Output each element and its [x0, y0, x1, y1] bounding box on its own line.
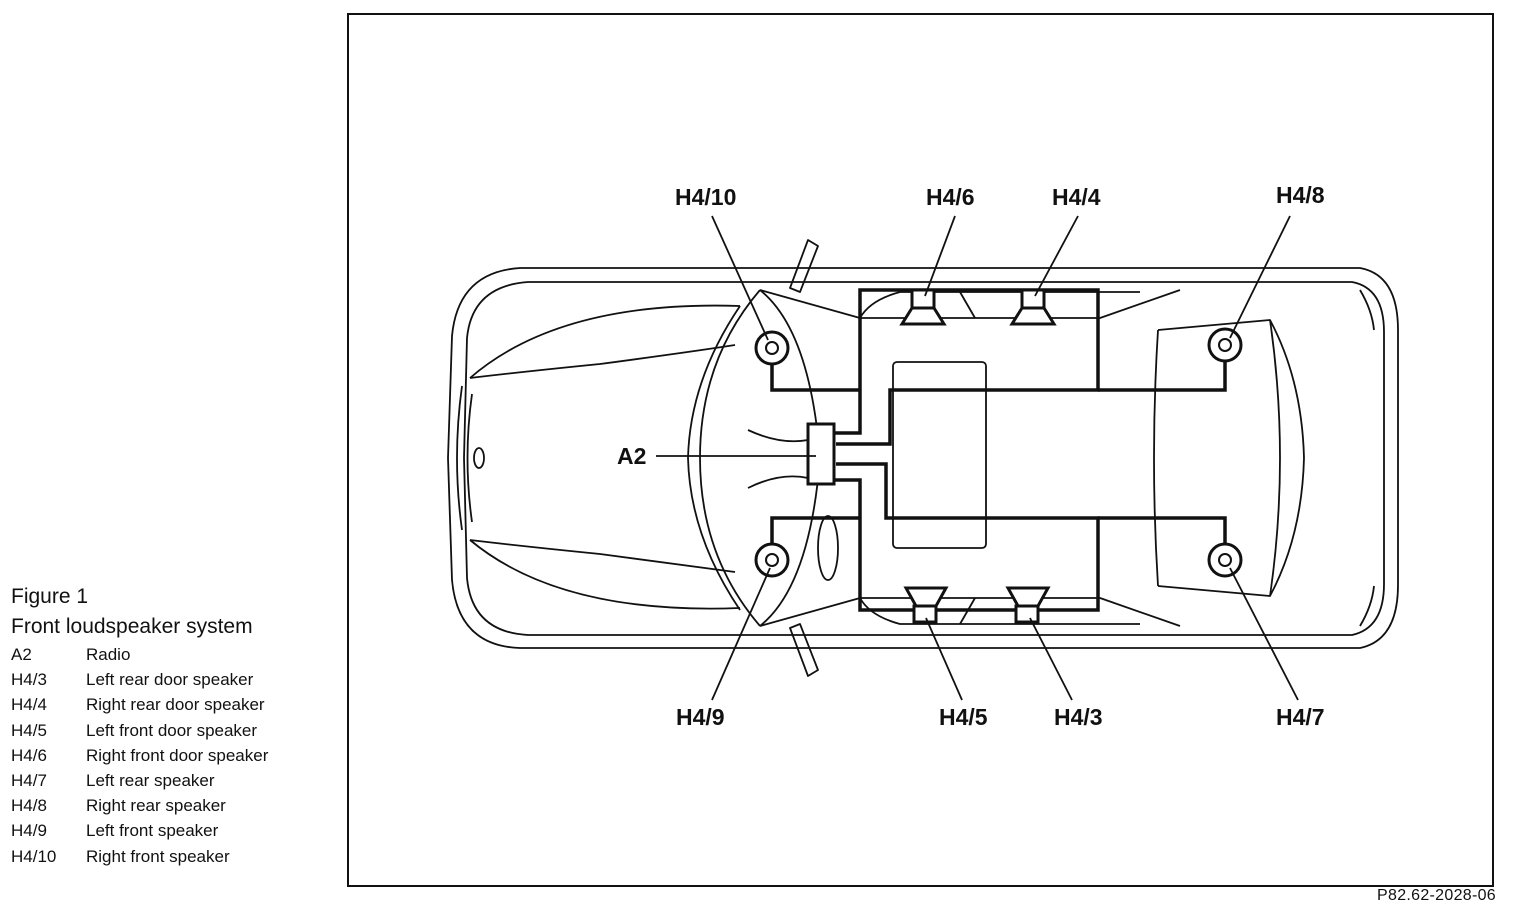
figure-title: Front loudspeaker system [11, 615, 253, 638]
diagram-frame [347, 13, 1494, 887]
legend-description: Right rear door speaker [86, 695, 265, 715]
callout-h4-3: H4/3 [1054, 704, 1103, 730]
legend-code: H4/7 [11, 771, 47, 791]
legend-item: A2 Radio [11, 642, 341, 667]
legend-description: Left rear speaker [86, 771, 215, 791]
wiring-harness [770, 288, 1227, 612]
speaker-h4-7 [1207, 542, 1243, 578]
legend-item: H4/6 Right front door speaker [11, 743, 341, 768]
legend-description: Right front door speaker [86, 745, 269, 765]
legend-item: H4/4 Right rear door speaker [11, 692, 341, 717]
legend-description: Right front speaker [86, 846, 230, 866]
legend-panel: Figure 1 Front loudspeaker system A2 Rad… [11, 582, 341, 869]
speaker-h4-4 [1009, 288, 1057, 326]
speaker-h4-9 [754, 542, 790, 578]
legend-code: H4/6 [11, 745, 47, 765]
reference-code: P82.62-2028-06 [1377, 887, 1496, 904]
legend-description: Left front speaker [86, 821, 219, 841]
legend-description: Radio [86, 645, 131, 664]
callout-h4-6: H4/6 [926, 184, 975, 210]
callout-h4-5: H4/5 [939, 704, 988, 730]
speaker-h4-5 [903, 586, 949, 624]
legend-code: H4/4 [11, 695, 47, 715]
figure-number: Figure 1 [11, 585, 89, 608]
callout-h4-9: H4/9 [676, 704, 725, 730]
door-speakers [899, 288, 1057, 624]
speaker-h4-6 [899, 288, 947, 326]
legend-item: H4/7 Left rear speaker [11, 768, 341, 793]
legend-code: H4/8 [11, 796, 47, 816]
legend-code: A2 [11, 645, 32, 664]
legend-description: Left front door speaker [86, 720, 258, 740]
legend-code: H4/5 [11, 720, 47, 740]
legend-item: H4/10 Right front speaker [11, 844, 341, 869]
callout-h4-8: H4/8 [1276, 182, 1325, 208]
legend-item: H4/3 Left rear door speaker [11, 667, 341, 692]
legend-item: H4/9 Left front speaker [11, 818, 341, 843]
callout-h4-7: H4/7 [1276, 704, 1325, 730]
legend-description: Right rear speaker [86, 796, 226, 816]
legend-item: H4/5 Left front door speaker [11, 718, 341, 743]
speaker-h4-10 [754, 330, 790, 366]
legend-code: H4/10 [11, 846, 57, 866]
speaker-h4-8 [1207, 327, 1243, 363]
callout-h4-4: H4/4 [1052, 184, 1101, 210]
callout-a2: A2 [617, 443, 646, 469]
vehicle-outline [447, 239, 1399, 677]
legend-item: H4/8 Right rear speaker [11, 793, 341, 818]
radio-a2 [806, 422, 836, 486]
callout-h4-10: H4/10 [675, 184, 736, 210]
legend-description: Left rear door speaker [86, 670, 254, 690]
speaker-h4-3 [1005, 586, 1051, 624]
legend-code: H4/3 [11, 670, 47, 690]
legend-code: H4/9 [11, 821, 47, 841]
round-speakers [754, 327, 1243, 578]
leader-lines [656, 215, 1299, 701]
